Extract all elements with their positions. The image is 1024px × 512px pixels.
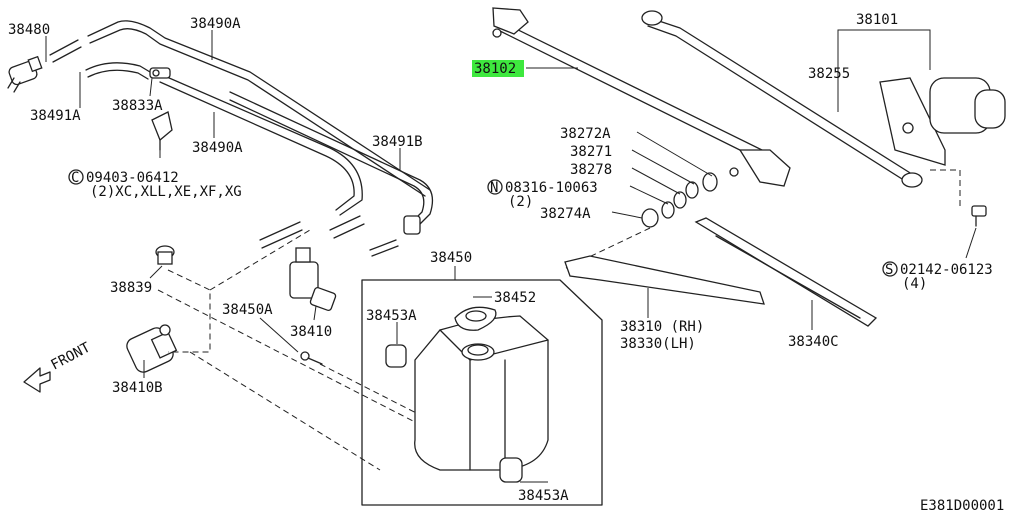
- dash-connector-tank-2: [189, 351, 381, 471]
- label-38490a-top: 38490A: [190, 16, 241, 32]
- front-label: FRONT: [48, 339, 93, 373]
- highlight-38102: [472, 60, 524, 77]
- bushing-38274a-icon: [641, 208, 659, 228]
- leader-38274a: [611, 211, 643, 219]
- washer-pump-38410-icon: [289, 247, 337, 312]
- label-38410: 38410: [290, 324, 332, 340]
- leader-38272a: [636, 131, 713, 177]
- dash-motor-bolt: [930, 169, 961, 206]
- leader-38271: [631, 149, 695, 185]
- label-38491a: 38491A: [30, 108, 81, 124]
- label-38255: 38255: [808, 66, 850, 82]
- label-38271: 38271: [570, 144, 612, 160]
- hose-38490a-top-inner: [89, 28, 426, 197]
- nut-38272a-icon: [702, 172, 718, 192]
- leader-38839: [149, 265, 163, 279]
- marker-circle-c: [68, 169, 84, 185]
- pipe-joint-icon: [403, 215, 421, 235]
- nozzle-38480-icon: [7, 55, 43, 93]
- bolt-02142-icon: [971, 205, 987, 227]
- label-38101: 38101: [856, 12, 898, 28]
- grommet-38839-icon: [155, 245, 175, 265]
- label-38310: 38310 (RH): [620, 319, 704, 335]
- leader-38101: [837, 29, 931, 70]
- connector-38833a-icon: [149, 67, 171, 79]
- wiper-blade-38340c-icon: [694, 217, 878, 327]
- leader-38450a: [259, 317, 299, 353]
- label-38453a-lower: 38453A: [518, 488, 569, 504]
- label-38450: 38450: [430, 250, 472, 266]
- grommet-38453a-lower-icon: [499, 457, 523, 483]
- tank-cap-38452-icon: [454, 306, 497, 331]
- label-09403: 09403-06412: [86, 170, 179, 186]
- label-38102: 38102: [474, 61, 516, 77]
- leader-38410: [313, 305, 317, 321]
- nut-08316-icon: [661, 201, 675, 219]
- leader-38278: [631, 167, 681, 195]
- marker-circle-n: [487, 179, 503, 195]
- wiper-motor-38101-icon: [879, 77, 1006, 166]
- hose-stub-2: [329, 215, 365, 239]
- label-38410b: 38410B: [112, 380, 163, 396]
- clip-09403-icon: [151, 111, 173, 151]
- label-02142-qty: (4): [902, 276, 927, 292]
- marker-c-text: C: [71, 170, 79, 186]
- label-02142: 02142-06123: [900, 262, 993, 278]
- wiper-link-38255-icon: [641, 10, 923, 188]
- hose-stub-3: [369, 239, 399, 257]
- hose-38491b: [229, 91, 434, 225]
- washer-38271-icon: [685, 181, 699, 199]
- wiper-link-38102-icon: [492, 7, 791, 187]
- washer-tank-38450-icon: [414, 315, 549, 471]
- label-08316: 08316-10063: [505, 180, 598, 196]
- label-38833a: 38833A: [112, 98, 163, 114]
- label-08316-qty: (2): [508, 194, 533, 210]
- hose-stub-1: [259, 221, 303, 249]
- label-38274a: 38274A: [540, 206, 591, 222]
- label-38491b: 38491B: [372, 134, 423, 150]
- grommet-38453a-upper-icon: [385, 344, 407, 368]
- marker-circle-s: [882, 261, 898, 277]
- washer-motor-38410b-icon: [126, 324, 178, 373]
- washer-38278-icon: [673, 191, 687, 209]
- label-38490a-mid: 38490A: [192, 140, 243, 156]
- dash-connector-screw: [319, 363, 431, 421]
- leader-08316: [629, 185, 669, 205]
- marker-s-text: S: [885, 262, 893, 278]
- label-38278: 38278: [570, 162, 612, 178]
- dash-connector-pump: [167, 269, 211, 353]
- label-38453a-upper: 38453A: [366, 308, 417, 324]
- leader-02142: [965, 227, 977, 259]
- screw-38450a-icon: [300, 351, 323, 365]
- label-38340c: 38340C: [788, 334, 839, 350]
- hose-segment-short: [49, 39, 82, 63]
- dash-connector-tank-1: [157, 289, 451, 441]
- hose-38490a-mid: [159, 73, 363, 216]
- hose-38490a-top: [87, 20, 431, 191]
- label-38330: 38330(LH): [620, 336, 696, 352]
- dash-bushing-arm: [565, 227, 651, 269]
- leader-38833a: [149, 77, 153, 97]
- diagram-code: E381D00001: [920, 498, 1004, 512]
- wiper-arm-38310-icon: [564, 255, 765, 305]
- label-38452: 38452: [494, 290, 536, 306]
- label-38839: 38839: [110, 280, 152, 296]
- marker-n-text: N: [490, 180, 498, 196]
- label-38450a: 38450A: [222, 302, 273, 318]
- label-38480: 38480: [8, 22, 50, 38]
- hose-38491a: [85, 62, 151, 80]
- front-arrow-icon: [23, 367, 51, 393]
- tank-group-box: [361, 279, 603, 506]
- label-38272a: 38272A: [560, 126, 611, 142]
- label-09403-note: (2)XC,XLL,XE,XF,XG: [90, 184, 242, 200]
